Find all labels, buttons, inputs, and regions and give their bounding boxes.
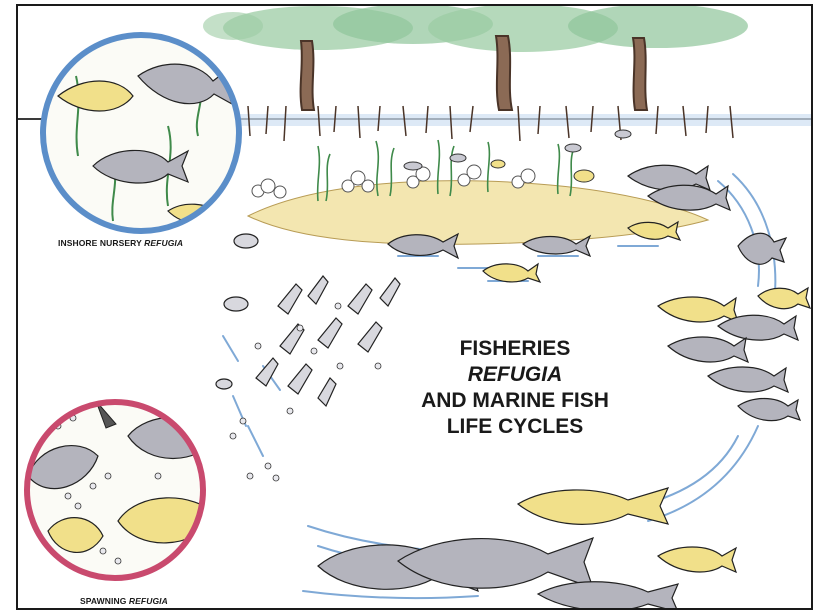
nursery-inset — [43, 35, 239, 231]
title-line-2: REFUGIA — [370, 362, 660, 388]
nursery-caption-plain: INSHORE NURSERY — [58, 238, 144, 248]
title-line-4: LIFE CYCLES — [370, 414, 660, 440]
diagram-title: FISHERIES REFUGIA AND MARINE FISH LIFE C… — [370, 336, 660, 440]
spawning-caption-italic: REFUGIA — [129, 596, 168, 606]
title-line-1: FISHERIES — [370, 336, 660, 362]
nursery-caption: INSHORE NURSERY REFUGIA — [58, 238, 183, 248]
spawning-inset — [27, 401, 218, 578]
mangrove-canopy — [203, 6, 748, 52]
title-line-3: AND MARINE FISH — [370, 388, 660, 414]
spawning-caption-plain: SPAWNING — [80, 596, 129, 606]
surface-wash — [238, 114, 813, 126]
egg-dots — [230, 303, 381, 481]
illustration-frame: FISHERIES REFUGIA AND MARINE FISH LIFE C… — [16, 4, 813, 610]
life-cycle-illustration — [18, 6, 813, 610]
spawning-caption: SPAWNING REFUGIA — [80, 596, 168, 606]
bottom-fish — [318, 488, 736, 610]
nursery-caption-italic: REFUGIA — [144, 238, 183, 248]
